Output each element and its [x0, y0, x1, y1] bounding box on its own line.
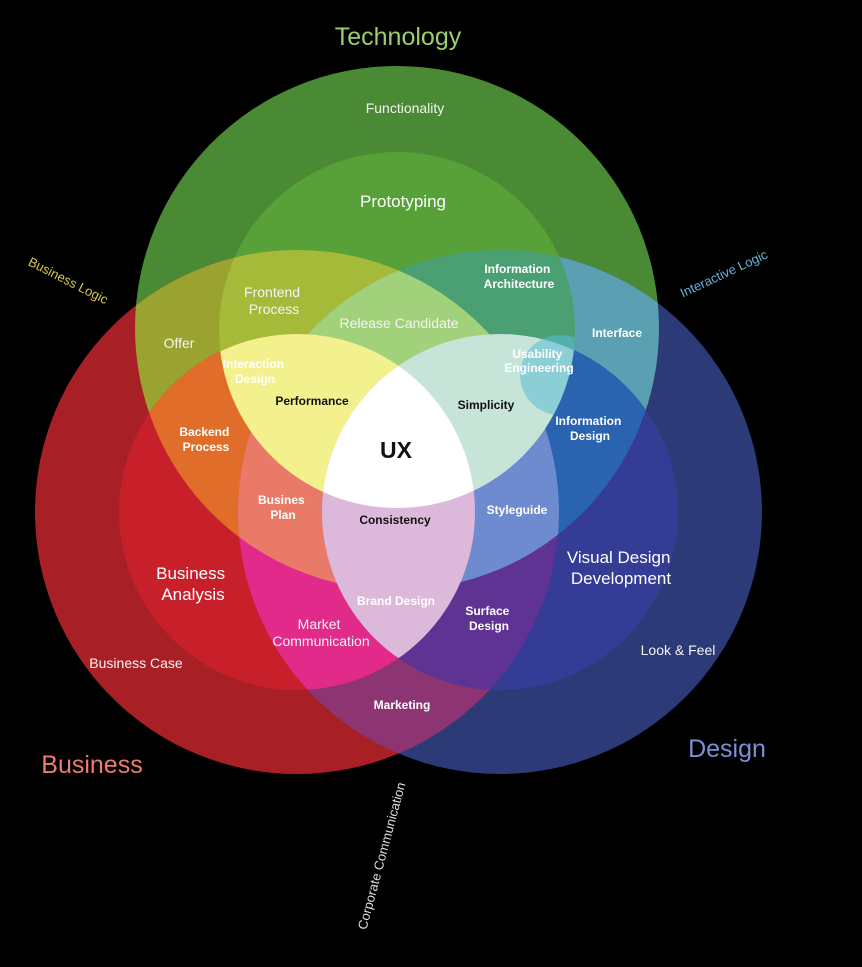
label-backend-process: Backend Process: [179, 425, 232, 454]
label-simplicity: Simplicity: [458, 398, 515, 412]
label-usability-engineering: Usability Engineering: [504, 347, 573, 375]
label-interaction-design: Interaction Design: [223, 357, 288, 386]
label-corporate-communication: Corporate Communication: [355, 781, 409, 931]
label-business-analysis: Business Analysis: [156, 564, 230, 604]
label-market-communication: Market Communication: [272, 616, 369, 649]
title-business: Business: [41, 751, 142, 779]
label-frontend-process: Frontend Process: [244, 284, 304, 317]
ux-center: [322, 334, 475, 508]
label-ux: UX: [380, 437, 413, 463]
label-business-logic: Business Logic: [26, 254, 111, 307]
label-consistency: Consistency: [359, 513, 431, 527]
label-prototyping: Prototyping: [360, 192, 446, 211]
label-busines-plan: Busines Plan: [258, 493, 308, 522]
label-marketing: Marketing: [374, 698, 431, 712]
label-information-architecture: Information Architecture: [484, 262, 555, 291]
title-technology: Technology: [335, 23, 462, 51]
label-visual-design-development: Visual Design Development: [567, 548, 675, 588]
label-styleguide: Styleguide: [487, 503, 548, 517]
label-interface: Interface: [592, 326, 642, 340]
label-information-design: Information Design: [555, 414, 624, 443]
label-offer: Offer: [164, 335, 195, 351]
label-interactive-logic: Interactive Logic: [678, 247, 771, 301]
label-surface-design: Surface Design: [465, 604, 512, 633]
title-design: Design: [688, 735, 766, 763]
label-business-case: Business Case: [89, 655, 183, 671]
label-functionality: Functionality: [366, 100, 445, 116]
label-performance: Performance: [275, 394, 349, 408]
label-release-candidate: Release Candidate: [339, 315, 458, 331]
label-look-feel: Look & Feel: [641, 642, 716, 658]
label-brand-design: Brand Design: [357, 594, 435, 608]
usability-accent: [520, 335, 575, 415]
